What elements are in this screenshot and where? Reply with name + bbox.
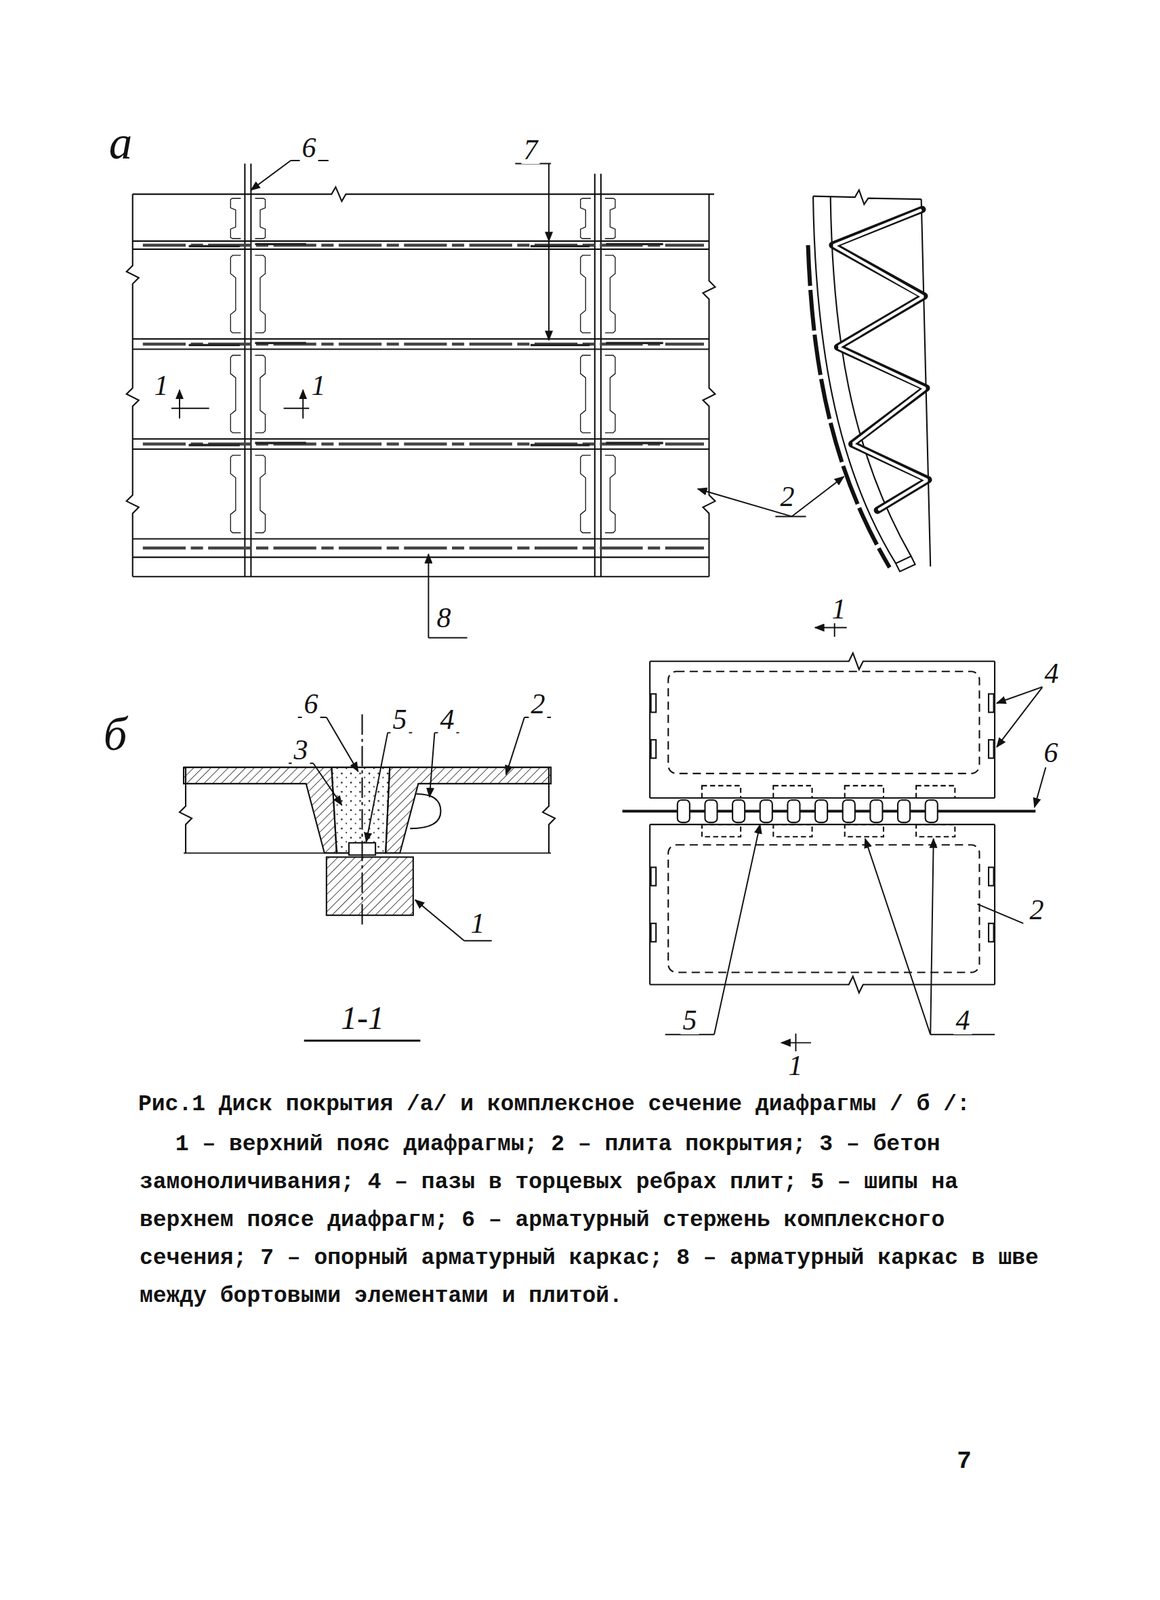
callout-number: 6 bbox=[1042, 738, 1061, 768]
callout-number: 1 bbox=[786, 1051, 805, 1081]
callout-number: 5 bbox=[390, 705, 410, 734]
joint-plan bbox=[622, 653, 1036, 993]
section-1-1 bbox=[179, 714, 555, 929]
callout-number: 1 bbox=[309, 371, 328, 400]
callout-number: 6 bbox=[300, 133, 319, 162]
callout-number: 4 bbox=[954, 1006, 973, 1035]
callout-number: 6 bbox=[302, 689, 321, 719]
callout-number: 2 bbox=[1027, 895, 1047, 925]
roof-plan bbox=[126, 163, 716, 577]
callout-number: 8 bbox=[435, 603, 454, 633]
callout-number: 1 bbox=[830, 594, 849, 624]
callout-number: 3 bbox=[292, 735, 311, 765]
leader-lines bbox=[665, 687, 1047, 1053]
callout-number: 2 bbox=[529, 689, 548, 719]
callout-number: а bbox=[107, 119, 135, 167]
callout-number: 2 bbox=[778, 482, 797, 511]
callout-number: 5 bbox=[680, 1006, 700, 1035]
figure-caption: Рис.1 Диск покрытия /а/ и комплексное се… bbox=[138, 1093, 971, 1116]
callout-number: 1-1 bbox=[338, 1002, 387, 1035]
diaphragm-view bbox=[808, 190, 931, 572]
callout-number: 4 bbox=[438, 705, 457, 734]
callout-number: 4 bbox=[1042, 659, 1062, 688]
callout-number: 1 bbox=[468, 909, 488, 938]
callout-number: 1 bbox=[152, 371, 171, 400]
legend-text: 1 – верхний пояс диафрагмы; 2 – плита по… bbox=[139, 1126, 1041, 1316]
leader-lines bbox=[171, 160, 847, 639]
leader-lines bbox=[288, 717, 551, 1041]
callout-number: б bbox=[101, 711, 130, 759]
callout-number: 7 bbox=[521, 135, 541, 164]
page-number: 7 bbox=[956, 1450, 972, 1475]
